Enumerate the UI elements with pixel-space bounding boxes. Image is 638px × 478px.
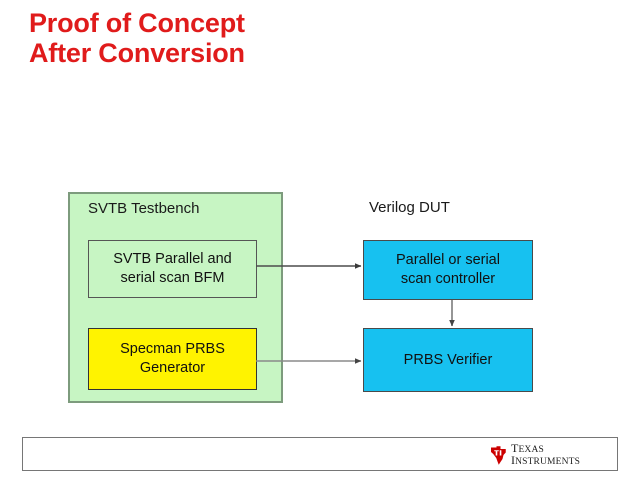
ti-logo-line-1: Texas: [511, 441, 544, 455]
texas-instruments-logo: Texas Instruments: [490, 443, 580, 467]
block-svtb-bfm-line-2: serial scan BFM: [120, 270, 225, 286]
block-prbs-verifier-line-1: PRBS Verifier: [403, 351, 493, 368]
svtb-testbench-label: SVTB Testbench: [88, 200, 200, 217]
texas-instruments-wordmark: Texas Instruments: [511, 443, 580, 467]
block-scan-controller-line-1: Parallel or serial: [396, 252, 500, 268]
block-prbs-verifier-text: PRBS Verifier: [404, 351, 493, 370]
verilog-dut-label: Verilog DUT: [369, 199, 450, 216]
block-svtb-bfm-line-1: SVTB Parallel and: [113, 251, 232, 267]
page-title: Proof of Concept After Conversion: [29, 8, 589, 68]
page-title-line-2: After Conversion: [29, 38, 245, 68]
texas-state-icon: [491, 445, 506, 465]
page-title-line-1: Proof of Concept: [29, 8, 245, 38]
block-specman-prbs-line-1: Specman PRBS: [120, 341, 225, 357]
block-specman-prbs-text: Specman PRBS Generator: [120, 340, 225, 378]
block-svtb-parallel-serial-scan-bfm[interactable]: SVTB Parallel and serial scan BFM: [88, 240, 257, 298]
block-scan-controller-line-2: scan controller: [400, 271, 496, 287]
block-specman-prbs-line-2: Generator: [139, 360, 206, 376]
block-parallel-or-serial-scan-controller[interactable]: Parallel or serial scan controller: [363, 240, 533, 300]
block-svtb-bfm-text: SVTB Parallel and serial scan BFM: [113, 250, 231, 288]
block-specman-prbs-generator[interactable]: Specman PRBS Generator: [88, 328, 257, 390]
ti-logo-line-2: Instruments: [511, 453, 580, 467]
block-scan-controller-text: Parallel or serial scan controller: [396, 251, 500, 289]
footer-bar: [22, 437, 618, 471]
block-prbs-verifier[interactable]: PRBS Verifier: [363, 328, 533, 392]
